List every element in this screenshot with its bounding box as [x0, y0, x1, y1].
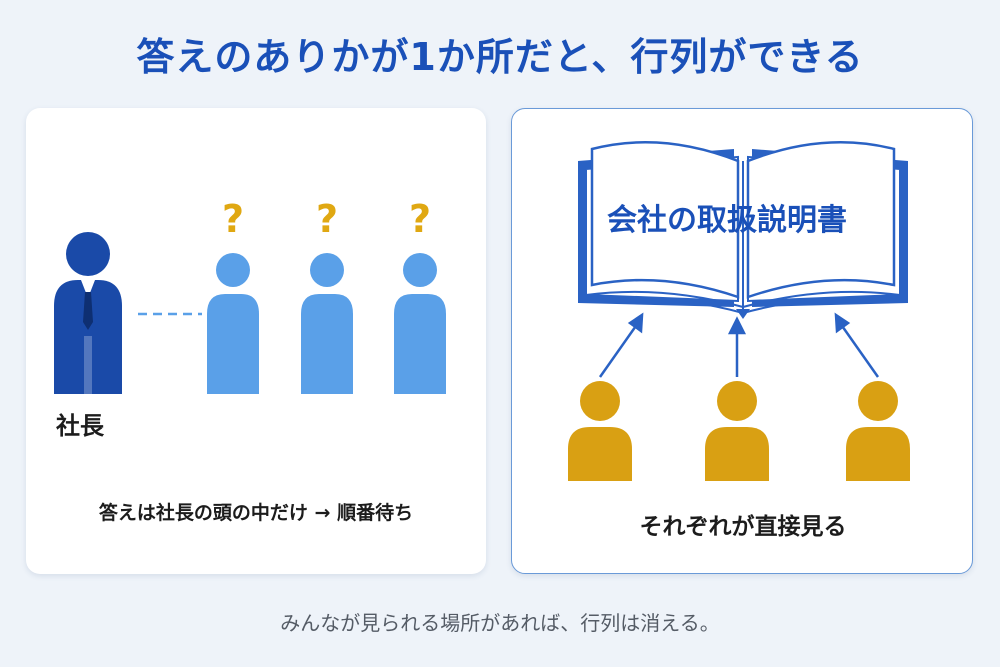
employee-icon	[705, 381, 769, 481]
waiting-employee-icon	[207, 253, 259, 394]
question-mark-icon: ?	[316, 197, 338, 241]
right-caption: それぞれが直接見る	[639, 514, 847, 540]
employee-icon	[568, 381, 632, 481]
left-panel-bottleneck: ? ? ? 社長 答えは社長の頭の中だけ → 順番待ち	[26, 108, 486, 574]
president-label: 社長	[56, 412, 104, 440]
manual-illustration	[568, 141, 910, 481]
bottleneck-illustration: ? ? ?	[54, 197, 446, 394]
arrow-icon	[598, 312, 644, 378]
waiting-employee-icon	[301, 253, 353, 394]
question-mark-icon: ?	[222, 197, 244, 241]
arrow-icon	[834, 312, 880, 378]
president-icon	[54, 232, 122, 394]
question-mark-icon: ?	[409, 197, 431, 241]
employee-icon	[846, 381, 910, 481]
open-book-icon	[578, 141, 908, 319]
waiting-employee-icon	[394, 253, 446, 394]
arrow-icon	[727, 316, 747, 377]
book-title: 会社の取扱説明書	[607, 203, 847, 238]
page-title: 答えのありかが1か所だと、行列ができる	[136, 35, 864, 79]
footer-message: みんなが見られる場所があれば、行列は消える。	[280, 611, 720, 635]
left-caption: 答えは社長の頭の中だけ → 順番待ち	[98, 502, 414, 524]
right-panel-manual: 会社の取扱説明書 それぞれが直接見る	[511, 108, 973, 574]
